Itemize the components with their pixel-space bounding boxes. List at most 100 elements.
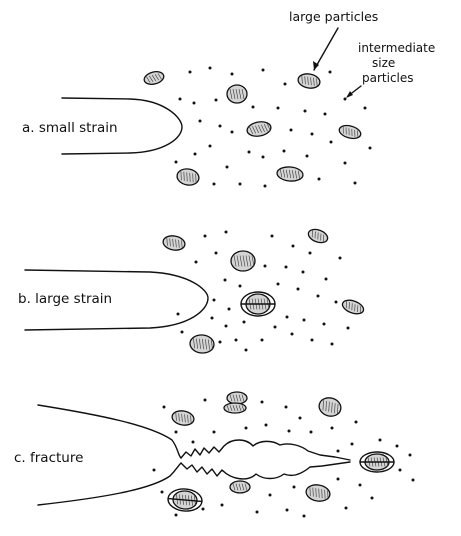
intermediate-particle — [369, 147, 372, 150]
intermediate-particle — [344, 98, 347, 101]
intermediate-particle — [302, 271, 305, 274]
intermediate-particle — [355, 421, 358, 424]
intermediate-particle — [245, 349, 248, 352]
intermediate-particle — [371, 497, 374, 500]
intermediate-particle — [264, 265, 267, 268]
crack-lower-face — [38, 463, 181, 505]
intermediate-particle — [262, 156, 265, 159]
intermediate-particle — [175, 431, 178, 434]
intermediate-particle — [204, 399, 207, 402]
intermediate-particle — [290, 129, 293, 132]
intermediate-particle — [330, 141, 333, 144]
label-panel-a: a. small strain — [22, 120, 118, 136]
intermediate-particle — [213, 431, 216, 434]
intermediate-particle — [269, 494, 272, 497]
intermediate-particle — [215, 99, 218, 102]
intermediate-particle — [239, 183, 242, 186]
large-particle — [230, 481, 250, 493]
intermediate-particle — [219, 125, 222, 128]
intermediate-particle — [228, 308, 231, 311]
intermediate-particle — [243, 321, 246, 324]
intermediate-particle — [219, 341, 222, 344]
large-particle — [227, 392, 247, 404]
particles-a — [143, 70, 362, 187]
label-intermediate-line2: size — [372, 56, 395, 70]
intermediate-particle — [291, 333, 294, 336]
intermediate-particle — [339, 257, 342, 260]
intermediate-particle — [161, 491, 164, 494]
intermediate-particle — [303, 319, 306, 322]
intermediate-particle — [209, 67, 212, 70]
particle-body — [171, 409, 195, 427]
intermediate-particle — [181, 331, 184, 334]
intermediate-particle — [271, 235, 274, 238]
intermediate-particle — [331, 427, 334, 430]
intermediate-particle — [225, 325, 228, 328]
large-particle — [162, 234, 186, 252]
particle-body — [246, 120, 272, 138]
intermediate-particle — [285, 266, 288, 269]
intermediate-particle — [351, 443, 354, 446]
intermediate-particle — [337, 478, 340, 481]
label-panel-b: b. large strain — [18, 291, 112, 307]
intermediate-particle — [177, 313, 180, 316]
large-particle — [317, 395, 343, 418]
large-particle — [176, 167, 200, 187]
intermediate-particle — [359, 484, 362, 487]
intermediate-particle — [262, 69, 265, 72]
leader-large-particles — [313, 28, 338, 70]
intermediate-particle — [288, 430, 291, 433]
intermediate-particle — [261, 339, 264, 342]
intermediate-particle — [274, 326, 277, 329]
large-particle — [171, 409, 195, 427]
large-particle — [338, 123, 362, 140]
fracture-surface-upper — [181, 440, 350, 460]
intermediate-particle — [309, 252, 312, 255]
intermediate-particle — [299, 417, 302, 420]
intermediate-particle — [175, 514, 178, 517]
intermediate-particle — [256, 511, 259, 514]
intermediate-particle — [311, 133, 314, 136]
intermediate-particle — [324, 113, 327, 116]
intermediate-particle — [286, 316, 289, 319]
intermediate-particle — [194, 153, 197, 156]
intermediate-particle — [226, 166, 229, 169]
intermediate-particle — [304, 110, 307, 113]
large-particle — [227, 85, 247, 103]
particles-b — [162, 227, 365, 354]
fracture-surface-lower — [181, 462, 350, 479]
panel-a: a. small strain — [22, 67, 372, 188]
intermediate-particle — [331, 343, 334, 346]
intermediate-particle — [325, 278, 328, 281]
voided-particle — [360, 452, 394, 472]
large-particle — [143, 70, 165, 87]
panel-b: b. large strain — [18, 227, 365, 354]
leader-intermediate-particles — [346, 86, 361, 98]
particle-body — [305, 483, 331, 503]
intermediate-particle — [364, 107, 367, 110]
intermediate-particle — [211, 317, 214, 320]
intermediate-particle — [412, 479, 415, 482]
intermediate-particle — [335, 301, 338, 304]
intermediate-particle — [286, 509, 289, 512]
large-particle — [341, 298, 366, 317]
intermediate-particle — [224, 279, 227, 282]
large-particle — [305, 483, 331, 503]
large-particle — [297, 72, 321, 90]
large-particle — [231, 251, 255, 271]
intermediate-particle — [192, 441, 195, 444]
intermediate-particle — [329, 71, 332, 74]
intermediate-particle — [379, 439, 382, 442]
large-particle — [276, 166, 303, 182]
intermediate-particle — [354, 182, 357, 185]
label-intermediate-line3: particles — [362, 71, 414, 85]
intermediate-particle — [221, 504, 224, 507]
intermediate-particle — [199, 120, 202, 123]
particle-body — [189, 334, 214, 354]
intermediate-particle — [285, 406, 288, 409]
intermediate-particle — [163, 406, 166, 409]
intermediate-particle — [318, 178, 321, 181]
intermediate-particle — [277, 107, 280, 110]
intermediate-particle — [231, 73, 234, 76]
intermediate-particle — [175, 161, 178, 164]
